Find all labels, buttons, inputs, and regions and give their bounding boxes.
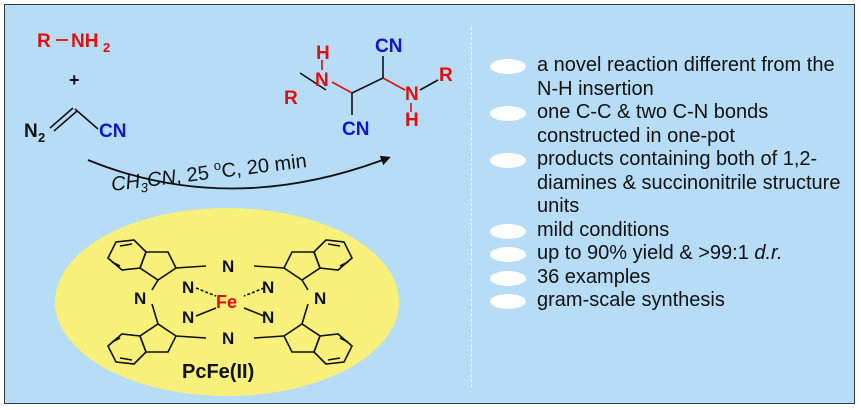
product-n-left: N <box>315 70 329 91</box>
amine-sub2: 2 <box>103 40 110 55</box>
diazo-cn: CN <box>99 121 126 142</box>
feature-list: a novel reaction different from the N-H … <box>490 54 850 313</box>
plus-sign: + <box>69 70 80 90</box>
feature-item: mild conditions <box>490 219 850 243</box>
bullet-oval-icon <box>490 106 526 121</box>
feature-text: mild conditions <box>537 218 670 241</box>
reaction-arrow <box>87 155 391 190</box>
svg-text:N: N <box>222 329 234 348</box>
feature-item: up to 90% yield & >99:1 d.r. <box>490 242 850 266</box>
svg-text:N: N <box>182 308 194 327</box>
product-n-right: N <box>405 84 419 105</box>
feature-text: products containing both of 1,2-diamines… <box>537 148 841 217</box>
reaction-conditions: CH3CN, 25 oC, 20 min <box>110 147 309 199</box>
svg-text:N: N <box>222 257 234 276</box>
amine-nh: NH <box>71 31 98 52</box>
product-cn-bottom: CN <box>342 119 369 140</box>
catalyst-metal: Fe <box>216 292 237 312</box>
catalyst-ellipse <box>55 208 399 396</box>
diazo-sub2: 2 <box>38 130 45 145</box>
bullet-oval-icon <box>490 294 526 309</box>
svg-text:N: N <box>262 308 274 327</box>
svg-text:N: N <box>182 278 194 297</box>
phthalocyanine-structure <box>107 239 353 365</box>
feature-item: gram-scale synthesis <box>490 289 850 313</box>
product-r-right: R <box>439 65 453 86</box>
feature-text: 36 examples <box>537 265 651 288</box>
amine-r: R <box>37 31 51 52</box>
bullet-oval-icon <box>490 247 526 262</box>
bullet-oval-icon <box>490 59 526 74</box>
feature-text: up to 90% yield & >99:1 <box>537 242 755 264</box>
feature-text: a novel reaction different from the N-H … <box>537 54 835 100</box>
bullet-oval-icon <box>490 153 526 168</box>
feature-text: d.r. <box>754 242 783 264</box>
dashed-divider <box>471 27 472 387</box>
svg-text:N: N <box>134 289 146 308</box>
product-cn-top: CN <box>375 36 402 57</box>
feature-item: a novel reaction different from the N-H … <box>490 54 850 101</box>
bullet-oval-icon <box>490 270 526 286</box>
feature-item: 36 examples <box>490 266 850 290</box>
feature-text: gram-scale synthesis <box>537 289 725 311</box>
product-structure: CN CN H N R N H R <box>284 36 453 140</box>
product-h-right: H <box>405 110 419 131</box>
diazo-n: N <box>24 121 38 142</box>
svg-text:N: N <box>262 278 274 297</box>
svg-text:N: N <box>314 289 326 308</box>
bullet-oval-icon <box>490 223 526 239</box>
feature-item: one C-C & two C-N bonds constructed in o… <box>490 101 850 148</box>
catalyst-label: PcFe(II) <box>182 361 254 383</box>
product-h-left: H <box>316 43 330 64</box>
feature-item: products containing both of 1,2-diamines… <box>490 148 850 219</box>
amine-reactant: R NH 2 <box>37 31 110 55</box>
product-r-left: R <box>284 88 298 109</box>
diazo-reactant: N 2 CN <box>24 107 126 145</box>
phthalocyanine-atoms: N N N N N N N N <box>134 257 326 348</box>
feature-text: one C-C & two C-N bonds constructed in o… <box>537 101 769 147</box>
